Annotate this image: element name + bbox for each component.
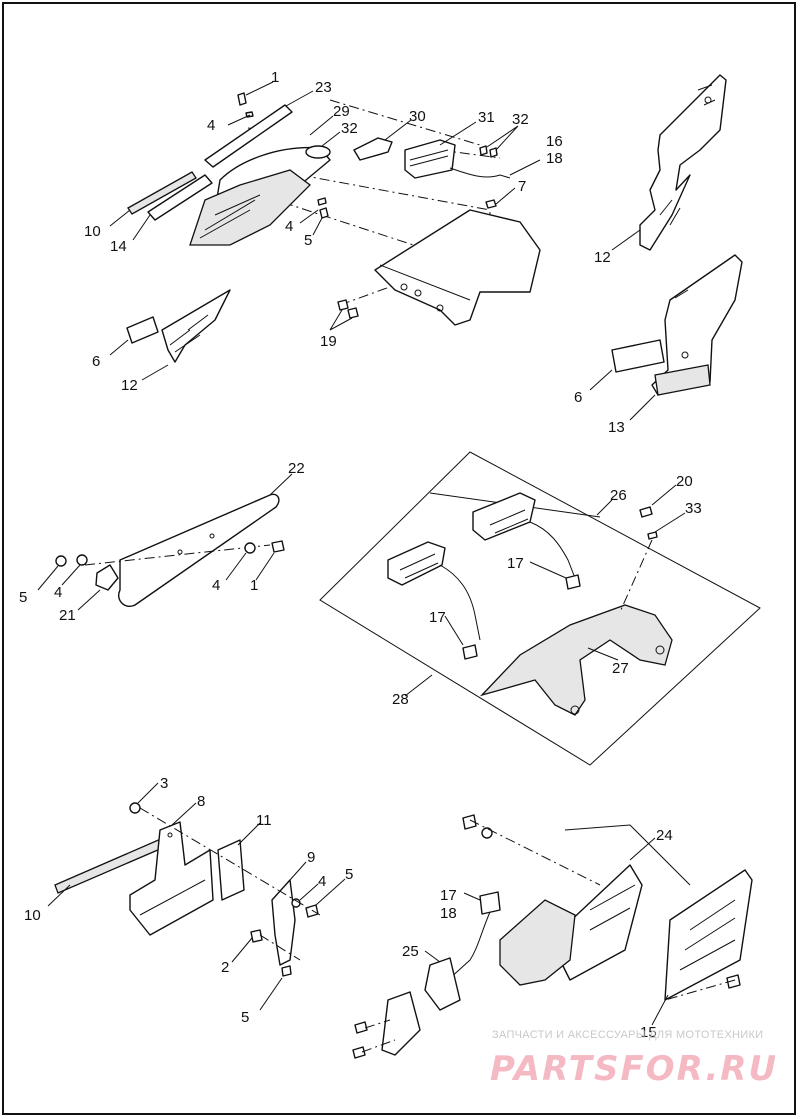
bracket-12-small bbox=[161, 289, 231, 363]
callout-24: 24 bbox=[656, 827, 673, 844]
callout-4-top: 4 bbox=[207, 117, 215, 134]
watermark-subtitle: ЗАПЧАСТИ И АКСЕССУАРЫ ДЛЯ МОТОТЕХНИКИ bbox=[492, 1029, 763, 1041]
washer-4-right bbox=[244, 542, 256, 554]
callout-19: 19 bbox=[320, 333, 337, 350]
base-plate bbox=[381, 991, 421, 1056]
base-27 bbox=[479, 604, 673, 716]
callout-5-bottom: 5 bbox=[345, 866, 353, 883]
callout-6-left: 6 bbox=[92, 353, 100, 370]
screw-1 bbox=[237, 92, 247, 106]
watermark-brand: PARTSFOR.RU bbox=[490, 1049, 778, 1089]
fender-panel bbox=[374, 209, 541, 326]
leader-lines bbox=[37, 81, 686, 1026]
reflector-6 bbox=[126, 316, 159, 344]
callout-1-top: 1 bbox=[271, 69, 279, 86]
callout-4-mid2: 4 bbox=[212, 577, 220, 594]
callout-10-top: 10 bbox=[84, 223, 101, 240]
callout-31: 31 bbox=[478, 109, 495, 126]
callout-15: 15 bbox=[640, 1024, 657, 1041]
callout-17-bottom: 17 bbox=[440, 887, 457, 904]
callout-27: 27 bbox=[612, 660, 629, 677]
callout-22: 22 bbox=[288, 460, 305, 477]
callout-25: 25 bbox=[402, 943, 419, 960]
watermark: ЗАПЧАСТИ И АКСЕССУАРЫ ДЛЯ МОТОТЕХНИКИ PA… bbox=[490, 1029, 778, 1089]
callout-5-lowest: 5 bbox=[241, 1009, 249, 1026]
top-left-assembly bbox=[126, 92, 541, 363]
plate-14 bbox=[147, 174, 213, 221]
callout-32-left: 32 bbox=[341, 120, 358, 137]
callout-21: 21 bbox=[59, 607, 76, 624]
callout-6-right: 6 bbox=[574, 389, 582, 406]
callout-2: 2 bbox=[221, 959, 229, 976]
lamp-28 bbox=[387, 541, 446, 586]
callout-4-left: 4 bbox=[54, 584, 62, 601]
reflector-6-right bbox=[611, 339, 665, 373]
callout-numbers: 1 23 29 32 4 30 31 32 16 18 7 10 14 4 5 … bbox=[19, 69, 702, 1041]
middle-left-assembly bbox=[55, 493, 285, 607]
callout-12-right: 12 bbox=[594, 249, 611, 266]
callout-8: 8 bbox=[197, 793, 205, 810]
callout-28: 28 bbox=[392, 691, 409, 708]
bracket-8 bbox=[129, 821, 214, 936]
callout-5-mid: 5 bbox=[19, 589, 27, 606]
bottom-right-assembly bbox=[352, 814, 753, 1059]
callout-30: 30 bbox=[409, 108, 426, 125]
callout-18-bottom: 18 bbox=[440, 905, 457, 922]
callout-4-mid: 4 bbox=[285, 218, 293, 235]
callout-20: 20 bbox=[676, 473, 693, 490]
screw-3 bbox=[129, 802, 141, 814]
callout-5-top: 5 bbox=[304, 232, 312, 249]
callout-29: 29 bbox=[333, 103, 350, 120]
callout-32-right: 32 bbox=[512, 111, 529, 128]
callout-10-bottom: 10 bbox=[24, 907, 41, 924]
bottom-left-assembly bbox=[54, 802, 321, 977]
lamp-connector bbox=[479, 891, 501, 915]
callout-14: 14 bbox=[110, 238, 127, 255]
license-plate-bracket-22 bbox=[118, 493, 280, 607]
lens-23 bbox=[204, 104, 293, 168]
callout-16: 16 bbox=[546, 133, 563, 150]
callout-3: 3 bbox=[160, 775, 168, 792]
callout-9: 9 bbox=[307, 849, 315, 866]
callout-12-left: 12 bbox=[121, 377, 138, 394]
washer-4-left bbox=[76, 554, 88, 566]
lamp-30 bbox=[353, 137, 393, 161]
middle-right-kit bbox=[319, 451, 761, 766]
callout-26: 26 bbox=[610, 487, 627, 504]
callout-4-bottom: 4 bbox=[318, 873, 326, 890]
callout-18-top: 18 bbox=[546, 150, 563, 167]
housing-25 bbox=[499, 899, 576, 986]
top-right-brackets bbox=[611, 74, 743, 396]
grommet-32 bbox=[305, 145, 331, 159]
callout-33: 33 bbox=[685, 500, 702, 517]
bracket-12-large bbox=[639, 74, 727, 251]
callout-23: 23 bbox=[315, 79, 332, 96]
callout-13: 13 bbox=[608, 419, 625, 436]
lamp-31 bbox=[404, 139, 456, 179]
bracket-11 bbox=[217, 839, 245, 901]
callout-11: 11 bbox=[256, 812, 272, 829]
callout-7: 7 bbox=[518, 178, 526, 195]
clip-21 bbox=[95, 564, 119, 591]
callout-17-lower: 17 bbox=[429, 609, 446, 626]
nut-5 bbox=[55, 555, 67, 567]
reflector-strip-10 bbox=[127, 171, 197, 215]
callout-1-mid: 1 bbox=[250, 577, 258, 594]
callout-17-upper: 17 bbox=[507, 555, 524, 572]
